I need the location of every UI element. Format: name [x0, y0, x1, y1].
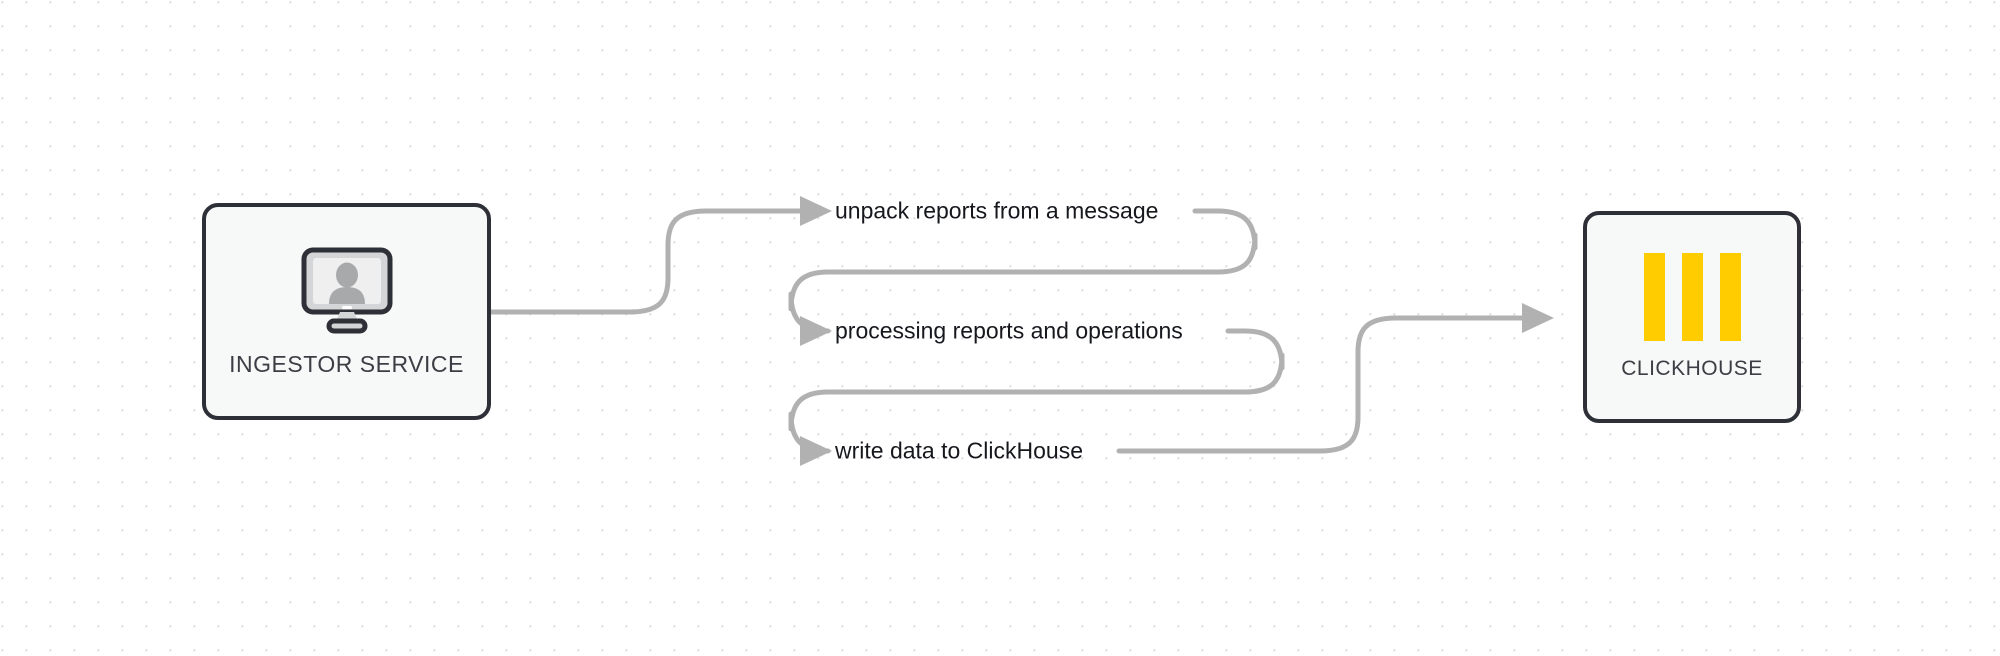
edge-label-write: write data to ClickHouse: [835, 437, 1083, 464]
node-ingestor-service-label: INGESTOR SERVICE: [229, 350, 464, 377]
node-clickhouse[interactable]: CLICKHOUSE: [1583, 211, 1801, 423]
arrowhead-icon: [1522, 303, 1554, 333]
edge-ingestor-to-unpack: [488, 196, 832, 315]
edge-write-to-clickhouse: [1116, 303, 1554, 454]
arrowhead-icon: [800, 316, 832, 346]
arrowhead-icon: [800, 196, 832, 226]
clickhouse-bar-1: [1643, 253, 1665, 341]
clickhouse-bar-3: [1719, 253, 1741, 341]
clickhouse-bars-icon: [1643, 253, 1741, 341]
clickhouse-bar-2: [1681, 253, 1703, 341]
monitor-user-icon: [299, 246, 395, 339]
arrowhead-icon: [800, 436, 832, 466]
edge-label-processing: processing reports and operations: [835, 317, 1183, 344]
node-ingestor-service[interactable]: INGESTOR SERVICE: [202, 203, 491, 420]
edge-label-unpack: unpack reports from a message: [835, 197, 1159, 224]
node-clickhouse-label: CLICKHOUSE: [1621, 357, 1763, 380]
